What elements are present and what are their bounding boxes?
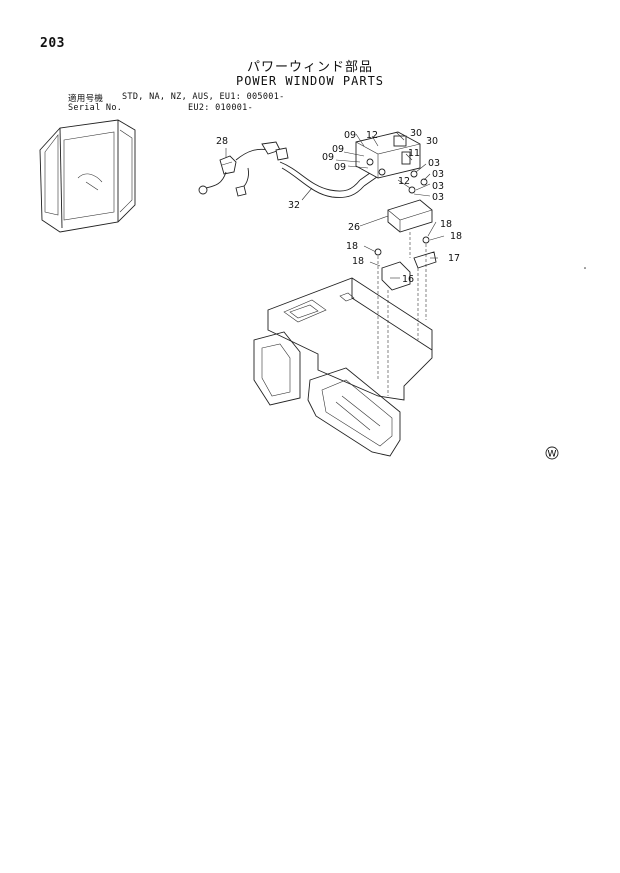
callout-18: 18 bbox=[450, 231, 462, 242]
brackets bbox=[374, 170, 437, 291]
callout-03: 03 bbox=[432, 192, 444, 203]
callout-17: 17 bbox=[448, 253, 460, 264]
switch-assembly bbox=[355, 131, 421, 179]
circled-w-letter: W bbox=[548, 450, 557, 460]
callout-09: 09 bbox=[344, 130, 356, 141]
callout-09: 09 bbox=[322, 152, 334, 163]
callout-12: 12 bbox=[366, 130, 378, 141]
cab-thumbnail bbox=[39, 119, 136, 233]
serial-no-label: Serial No. bbox=[68, 103, 123, 113]
applicable-models-value: STD, NA, NZ, AUS, EU1: 005001- bbox=[122, 92, 285, 102]
callout-28: 28 bbox=[216, 136, 228, 147]
callout-03: 03 bbox=[432, 181, 444, 192]
applicable-models-label: 適用号機 bbox=[68, 94, 104, 104]
page-number: 203 bbox=[40, 36, 65, 51]
callout-32: 32 bbox=[288, 200, 300, 211]
callout-09: 09 bbox=[332, 144, 344, 155]
callout-03: 03 bbox=[428, 158, 440, 169]
stray-dot bbox=[584, 267, 586, 269]
callout-11: 11 bbox=[408, 148, 420, 159]
assembly-lines bbox=[377, 232, 427, 396]
page-title-english: POWER WINDOW PARTS bbox=[235, 74, 385, 88]
page-title-japanese: パワーウィンド部品 bbox=[246, 60, 373, 75]
callout-30: 30 bbox=[426, 136, 438, 147]
callout-18: 18 bbox=[346, 241, 358, 252]
callout-26: 26 bbox=[348, 222, 360, 233]
callout-leaders bbox=[225, 131, 445, 279]
serial-eu2-value: EU2: 010001- bbox=[188, 103, 254, 113]
circled-w-mark: W bbox=[545, 446, 559, 460]
callout-16: 16 bbox=[402, 274, 414, 285]
relay-box bbox=[387, 199, 433, 233]
callout-03: 03 bbox=[432, 169, 444, 180]
callout-18: 18 bbox=[440, 219, 452, 230]
callout-30: 30 bbox=[410, 128, 422, 139]
callout-18: 18 bbox=[352, 256, 364, 267]
callout-09: 09 bbox=[334, 162, 346, 173]
floor-frame bbox=[253, 277, 433, 457]
wiring-harness bbox=[198, 141, 385, 198]
callout-12: 12 bbox=[398, 176, 410, 187]
